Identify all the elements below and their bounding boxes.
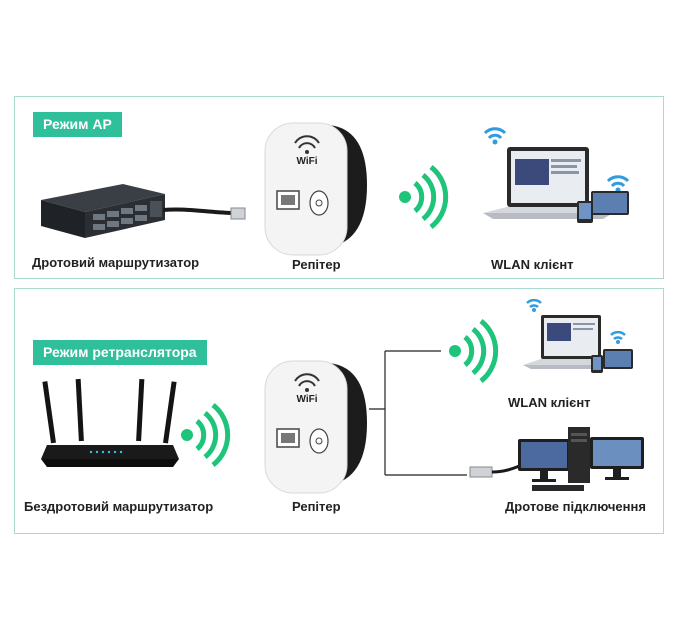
wifi-icon <box>526 298 542 309</box>
wireless-router-illustration <box>41 378 179 467</box>
wlan-client-illustration <box>523 298 633 373</box>
wlan-client-label: WLAN клієнт <box>508 395 591 410</box>
connection-branch-lines <box>369 350 467 476</box>
wired-router-illustration <box>41 184 246 238</box>
wired-connection-label: Дротове підключення <box>505 499 646 514</box>
wireless-signal-icon <box>449 319 499 383</box>
wlan-client-illustration <box>483 127 630 223</box>
repeater-mode-badge: Режим ретранслятора <box>33 340 207 365</box>
svg-text:WiFi: WiFi <box>296 156 317 167</box>
wifi-icon <box>294 135 320 144</box>
wlan-client-label: WLAN клієнт <box>491 257 574 272</box>
wireless-router-label: Бездротовий маршрутизатор <box>24 499 214 514</box>
wifi-icon <box>483 127 507 140</box>
wifi-icon <box>610 330 626 341</box>
wps-button-icon <box>309 428 329 454</box>
wired-pc-illustration <box>469 427 644 491</box>
wireless-signal-icon <box>181 403 231 467</box>
repeater-mode-panel: Режим ретранслятора Бездротовий маршрути… <box>14 288 664 534</box>
repeater-illustration: WiFi <box>264 360 367 494</box>
wps-button-icon <box>309 190 329 216</box>
wired-router-label: Дротовий маршрутизатор <box>32 255 200 270</box>
repeater-label: Репітер <box>292 499 341 514</box>
svg-text:WiFi: WiFi <box>296 394 317 405</box>
wifi-icon <box>294 373 320 382</box>
ap-mode-panel: Режим AP Дротовий маршрутизатор WiFi Реп… <box>14 96 664 279</box>
wifi-icon <box>606 175 630 188</box>
ethernet-plug-icon <box>230 207 246 220</box>
repeater-label: Репітер <box>292 257 341 272</box>
repeater-illustration: WiFi <box>264 122 367 256</box>
ap-mode-badge: Режим AP <box>33 112 122 137</box>
wireless-signal-icon <box>399 165 449 229</box>
ethernet-plug-icon <box>469 466 493 478</box>
